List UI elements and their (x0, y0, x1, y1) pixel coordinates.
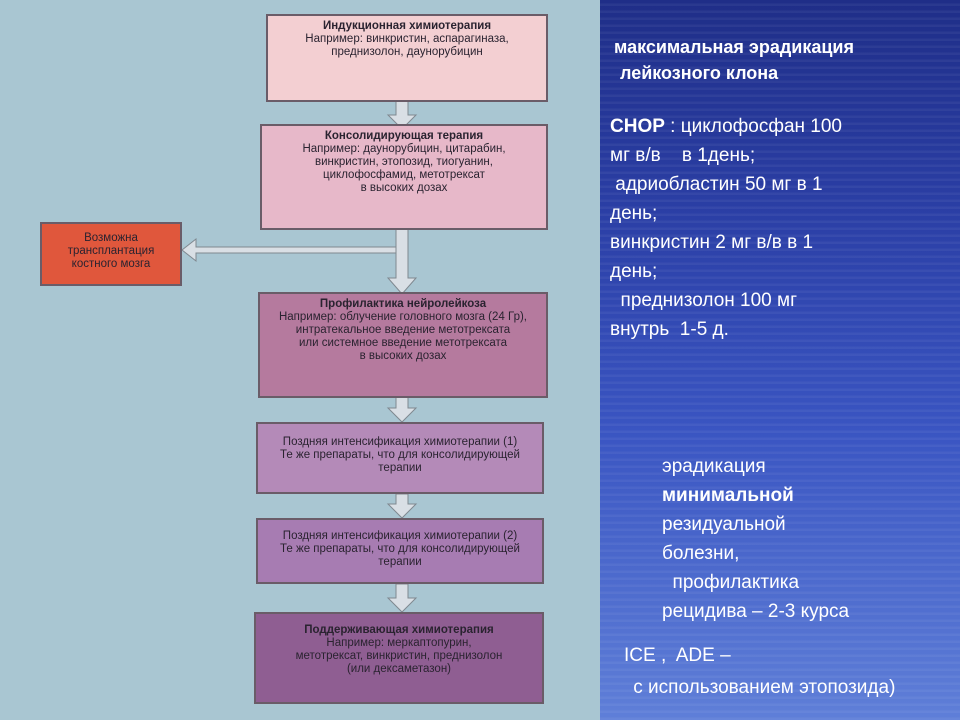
chop-line: винкристин 2 мг в/в в 1 (610, 232, 814, 253)
step-induction: Индукционная химиотерапия Например: винк… (266, 14, 548, 102)
chop-line-1: CHOP : циклофосфан 100 (610, 112, 950, 141)
step-title: Профилактика нейролейкоза (319, 298, 487, 310)
arrow-down-icon (386, 227, 418, 295)
step-body: Например: даунорубицин, цитарабин, винкр… (302, 143, 506, 194)
step-body: Например: облучение головного мозга (24 … (278, 311, 528, 362)
step-late-intensification-2: Поздняя интенсификация химиотерапии (2) … (256, 518, 544, 584)
step-body: Поздняя интенсификация химиотерапии (2) … (280, 530, 520, 568)
step-cns-prophylaxis: Профилактика нейролейкоза Например: облу… (258, 292, 548, 398)
chop-label: CHOP (610, 116, 665, 137)
chop-line: день; (610, 261, 658, 282)
heading-line-2: лейкозного клона (620, 63, 779, 83)
arrow-down-icon (386, 493, 418, 519)
arrow-down-icon (386, 100, 418, 130)
mrd-line: рецидива – 2-3 курса (662, 601, 850, 622)
ice-block: ICE , ADE – с использованием этопозида) (624, 640, 960, 704)
arrow-down-icon (386, 395, 418, 423)
chop-block: CHOP : циклофосфан 100 мг в/в в 1день; а… (610, 112, 950, 344)
mrd-line: профилактика (662, 572, 800, 593)
ice-line-1: ICE , ADE – (624, 645, 731, 666)
step-consolidation: Консолидирующая терапия Например: даунор… (260, 124, 548, 230)
step-body: Поздняя интенсификация химиотерапии (1) … (280, 436, 520, 474)
step-title: Поддерживающая химиотерапия (304, 624, 494, 636)
text-panel (600, 0, 960, 720)
flow-connectors (181, 100, 418, 613)
side-transplant: Возможна трансплантация костного мозга (40, 222, 182, 286)
chop-line: адриобластин 50 мг в 1 (610, 174, 823, 195)
panel-heading: максимальная эрадикация лейкозного клона (614, 34, 854, 86)
flowchart-panel: Индукционная химиотерапия Например: винк… (0, 0, 600, 720)
step-body: Например: винкристин, аспарагиназа, пред… (305, 33, 509, 58)
step-title: Индукционная химиотерапия (322, 20, 492, 32)
chop-line: мг в/в в 1день; (610, 145, 756, 166)
mrd-line: болезни, (662, 543, 740, 564)
mrd-line-bold: минимальной (662, 485, 794, 506)
step-late-intensification-1: Поздняя интенсификация химиотерапии (1) … (256, 422, 544, 494)
mrd-line: эрадикация (662, 456, 766, 477)
chop-text: : циклофосфан 100 (664, 116, 843, 137)
chop-line: преднизолон 100 мг (610, 290, 798, 311)
chop-line: внутрь 1-5 д. (610, 319, 729, 340)
step-title: Консолидирующая терапия (324, 130, 484, 142)
side-body: Возможна трансплантация костного мозга (67, 232, 155, 270)
heading-line-1: максимальная эрадикация (614, 37, 855, 57)
arrow-down-icon (386, 583, 418, 613)
ice-line-2: с использованием этопозида) (628, 677, 896, 698)
mrd-block: эрадикация минимальной резидуальной боле… (662, 452, 952, 626)
step-body: Например: меркаптопурин, метотрексат, ви… (295, 637, 503, 675)
step-maintenance: Поддерживающая химиотерапия Например: ме… (254, 612, 544, 704)
mrd-line: резидуальной (662, 514, 786, 535)
arrow-left-icon (181, 237, 397, 263)
chop-line: день; (610, 203, 658, 224)
